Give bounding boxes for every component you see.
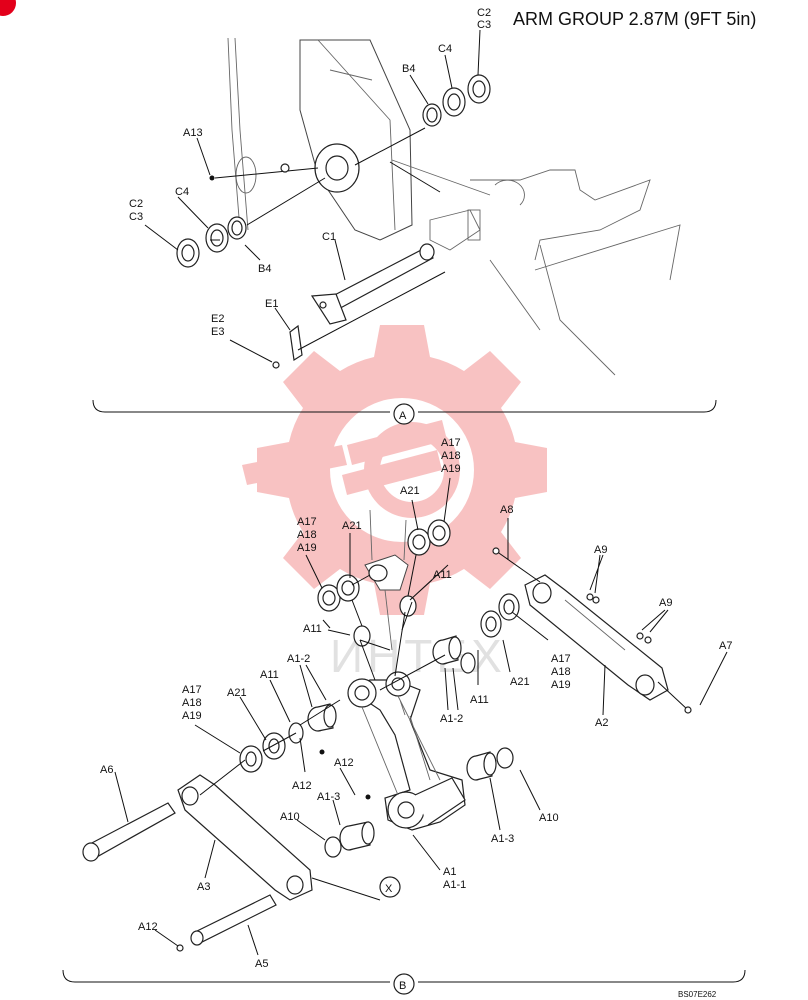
label-a3: A3 bbox=[197, 881, 210, 893]
label-a5: A5 bbox=[255, 958, 268, 970]
label-a18-right: A18 bbox=[551, 666, 571, 678]
label-a21-right: A21 bbox=[510, 676, 530, 688]
label-a17-far-left: A17 bbox=[182, 684, 202, 696]
label-a11-upper-left: A11 bbox=[303, 623, 322, 635]
label-a11-mid-right: A11 bbox=[470, 694, 489, 706]
section-a-label: A bbox=[399, 410, 407, 422]
label-a1-3-left: A1-3 bbox=[317, 791, 340, 803]
label-a1-1: A1-1 bbox=[443, 879, 466, 891]
label-e1: E1 bbox=[265, 298, 278, 310]
label-a19-center: A19 bbox=[441, 463, 461, 475]
figure-code: BS07E262 bbox=[678, 990, 717, 999]
label-c4-left: C4 bbox=[175, 186, 189, 198]
label-a21-left: A21 bbox=[342, 520, 362, 532]
label-a9-upper: A9 bbox=[594, 544, 607, 556]
label-e2: E2 bbox=[211, 313, 224, 325]
section-b-bracket: B bbox=[62, 969, 746, 995]
label-b4-left: B4 bbox=[258, 263, 271, 275]
label-a21-far-left: A21 bbox=[227, 687, 247, 699]
label-c3-left: C3 bbox=[129, 211, 143, 223]
label-a1-2-right: A1-2 bbox=[440, 713, 463, 725]
label-a17-left: A17 bbox=[297, 516, 317, 528]
callout-x-label: X bbox=[385, 883, 393, 895]
label-b4-top: B4 bbox=[402, 63, 415, 75]
label-a8: A8 bbox=[500, 504, 513, 516]
label-a21-center: A21 bbox=[400, 485, 420, 497]
label-a10-right: A10 bbox=[539, 812, 559, 824]
label-a17-center: A17 bbox=[441, 437, 461, 449]
label-a17-right: A17 bbox=[551, 653, 571, 665]
label-a1-3-right: A1-3 bbox=[491, 833, 514, 845]
label-a13: A13 bbox=[183, 127, 203, 139]
label-c1: C1 bbox=[322, 231, 336, 243]
label-a12-left: A12 bbox=[292, 780, 312, 792]
label-a19-far-left: A19 bbox=[182, 710, 202, 722]
label-a11-mid-left: A11 bbox=[260, 669, 279, 681]
label-a7: A7 bbox=[719, 640, 732, 652]
label-a11-upper-right: A11 bbox=[433, 569, 452, 581]
label-a19-left: A19 bbox=[297, 542, 317, 554]
label-a1: A1 bbox=[443, 866, 456, 878]
section-b-drawing: A17 A18 A19 A21 A17 A18 A19 A21 A8 A9 A9… bbox=[82, 437, 732, 970]
page-title: ARM GROUP 2.87M (9FT 5in) bbox=[513, 9, 756, 29]
label-c4-top: C4 bbox=[438, 43, 452, 55]
label-a9-lower: A9 bbox=[659, 597, 672, 609]
section-b-label: B bbox=[399, 980, 406, 992]
label-a12-mid: A12 bbox=[334, 757, 354, 769]
label-a12-bottom: A12 bbox=[138, 921, 158, 933]
label-a18-center: A18 bbox=[441, 450, 461, 462]
label-a6: A6 bbox=[100, 764, 113, 776]
label-a10-left: A10 bbox=[280, 811, 300, 823]
label-a2: A2 bbox=[595, 717, 608, 729]
label-a19-right: A19 bbox=[551, 679, 571, 691]
corner-badge-icon bbox=[0, 0, 16, 16]
label-e3: E3 bbox=[211, 326, 224, 338]
label-c2-top: C2 bbox=[477, 7, 491, 19]
section-a-drawing: C2 C3 C4 B4 A13 C4 C2 C3 B4 C1 E1 E2 E3 bbox=[129, 7, 681, 376]
section-a-bracket: A bbox=[92, 399, 717, 425]
label-c3-top: C3 bbox=[477, 19, 491, 31]
label-a1-2-left: A1-2 bbox=[287, 653, 310, 665]
label-a18-far-left: A18 bbox=[182, 697, 202, 709]
label-a18-left: A18 bbox=[297, 529, 317, 541]
label-c2-left: C2 bbox=[129, 198, 143, 210]
